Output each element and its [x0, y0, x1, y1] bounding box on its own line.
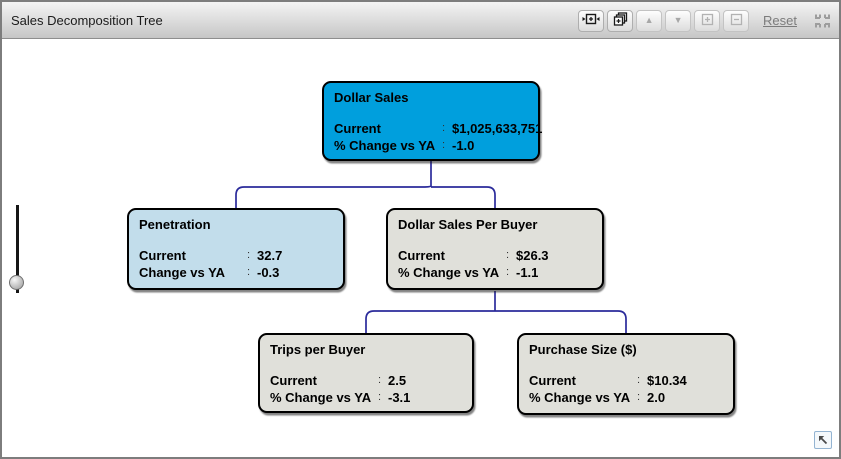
- row-value: 2.5: [388, 373, 407, 388]
- row-value: $26.3: [516, 248, 549, 263]
- node-row: % Change vs YA : 2.0: [529, 389, 733, 406]
- zoom-slider-thumb[interactable]: [9, 275, 24, 290]
- row-colon: :: [442, 139, 446, 151]
- row-colon: :: [247, 266, 251, 278]
- row-colon: :: [442, 122, 446, 134]
- tree-node-dollar-sales[interactable]: Dollar Sales Current : $1,025,633,751 % …: [322, 81, 542, 161]
- arrow-down-icon: ▼: [673, 15, 683, 25]
- node-title: Penetration: [139, 217, 211, 232]
- row-label: % Change vs YA: [270, 390, 372, 405]
- nw-arrow-icon: [817, 434, 829, 446]
- node-title: Purchase Size ($): [529, 342, 637, 357]
- row-value: $1,025,633,751: [452, 121, 543, 136]
- node-row: Current : 2.5: [270, 372, 472, 389]
- node-row: Change vs YA : -0.3: [139, 264, 343, 281]
- row-colon: :: [378, 391, 382, 403]
- row-value: -3.1: [388, 390, 411, 405]
- node-row: Current : $26.3: [398, 247, 602, 264]
- zoom-slider-track[interactable]: [16, 205, 19, 293]
- toolbar: ▲ ▼ Reset: [575, 2, 832, 39]
- node-row: Current : 32.7: [139, 247, 343, 264]
- fit-width-button[interactable]: [578, 9, 605, 32]
- tree-node-purchase-size[interactable]: Purchase Size ($) Current : $10.34 % Cha…: [517, 333, 735, 415]
- row-label: % Change vs YA: [398, 265, 500, 280]
- row-value: -1.0: [452, 138, 475, 153]
- row-colon: :: [506, 249, 510, 261]
- tree-node-dollar-sales-per-buyer[interactable]: Dollar Sales Per Buyer Current : $26.3 %…: [386, 208, 604, 290]
- row-label: Current: [334, 121, 381, 136]
- row-label: Current: [270, 373, 317, 388]
- node-row: % Change vs YA : -1.0: [334, 137, 538, 154]
- plus-box-icon: [701, 13, 714, 29]
- node-title: Dollar Sales Per Buyer: [398, 217, 538, 232]
- row-colon: :: [637, 374, 641, 386]
- tree-connectors: [235, 161, 627, 333]
- row-label: % Change vs YA: [529, 390, 631, 405]
- row-label: Current: [398, 248, 445, 263]
- row-colon: :: [247, 249, 251, 261]
- tree-node-trips-per-buyer[interactable]: Trips per Buyer Current : 2.5 % Change v…: [258, 333, 474, 413]
- row-label: % Change vs YA: [334, 138, 436, 153]
- row-colon: :: [378, 374, 382, 386]
- row-label: Change vs YA: [139, 265, 225, 280]
- node-title: Dollar Sales: [334, 90, 409, 105]
- row-value: 32.7: [257, 248, 283, 263]
- row-colon: :: [637, 391, 641, 403]
- row-value: -1.1: [516, 265, 539, 280]
- row-value: 2.0: [647, 390, 666, 405]
- row-value: $10.34: [647, 373, 687, 388]
- cascade-windows-icon: [613, 12, 628, 29]
- expand-width-icon: [582, 13, 600, 29]
- pan-home-button[interactable]: [814, 431, 832, 449]
- node-row: % Change vs YA : -3.1: [270, 389, 472, 406]
- row-label: Current: [529, 373, 576, 388]
- node-title: Trips per Buyer: [270, 342, 366, 357]
- row-value: -0.3: [257, 265, 280, 280]
- arrow-up-icon: ▲: [644, 15, 654, 25]
- minus-box-icon: [730, 13, 743, 29]
- collapse-corners-icon[interactable]: [813, 13, 832, 29]
- node-row: % Change vs YA : -1.1: [398, 264, 602, 281]
- tree-node-penetration[interactable]: Penetration Current : 32.7 Change vs YA …: [127, 208, 345, 290]
- expand-node-button[interactable]: [694, 9, 721, 32]
- level-up-button[interactable]: ▲: [636, 9, 663, 32]
- node-row: Current : $10.34: [529, 372, 733, 389]
- row-label: Current: [139, 248, 186, 263]
- page-title: Sales Decomposition Tree: [11, 12, 163, 28]
- collapse-node-button[interactable]: [723, 9, 750, 32]
- cascade-button[interactable]: [607, 9, 634, 32]
- reset-link[interactable]: Reset: [763, 13, 797, 28]
- tree-canvas: Dollar Sales Current : $1,025,633,751 % …: [2, 40, 839, 457]
- level-down-button[interactable]: ▼: [665, 9, 692, 32]
- row-colon: :: [506, 266, 510, 278]
- node-row: Current : $1,025,633,751: [334, 120, 542, 137]
